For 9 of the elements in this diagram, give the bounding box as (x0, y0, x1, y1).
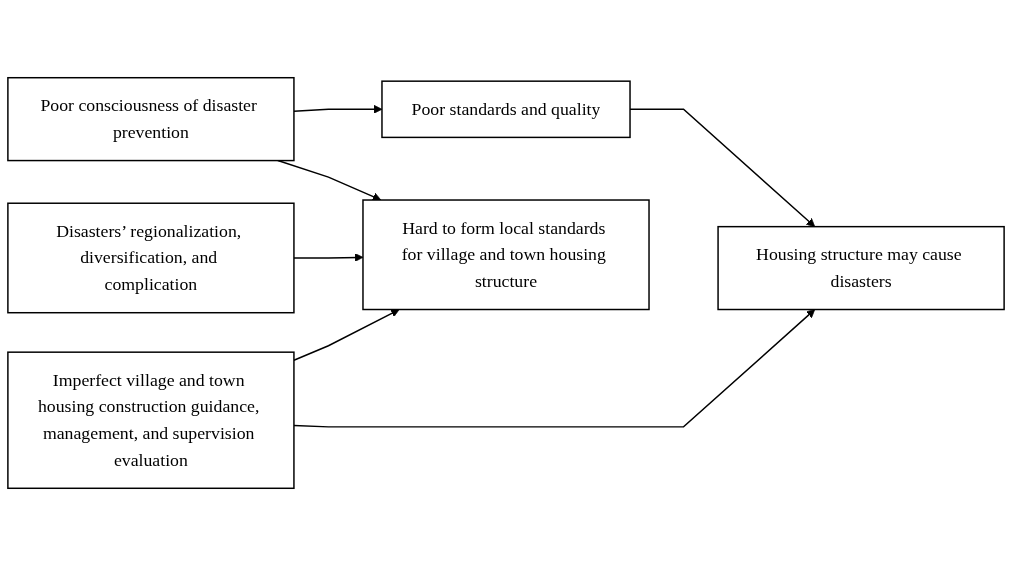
node-box: Poor standards and quality (381, 80, 631, 139)
arrow (277, 159, 382, 201)
arrow (293, 309, 400, 361)
node-box: Imperfect village and town housing construction guidance, management, and supervision evaluation (7, 351, 295, 490)
node-box: Hard to form local standards for village and town housing structure (362, 199, 650, 311)
arrow (293, 309, 816, 428)
node-box: Disasters’ regionalization, diversification, and complication (7, 202, 295, 314)
node-box: Housing structure may cause disasters (717, 225, 1005, 311)
node-box: Poor consciousness of disaster prevention (7, 76, 295, 162)
